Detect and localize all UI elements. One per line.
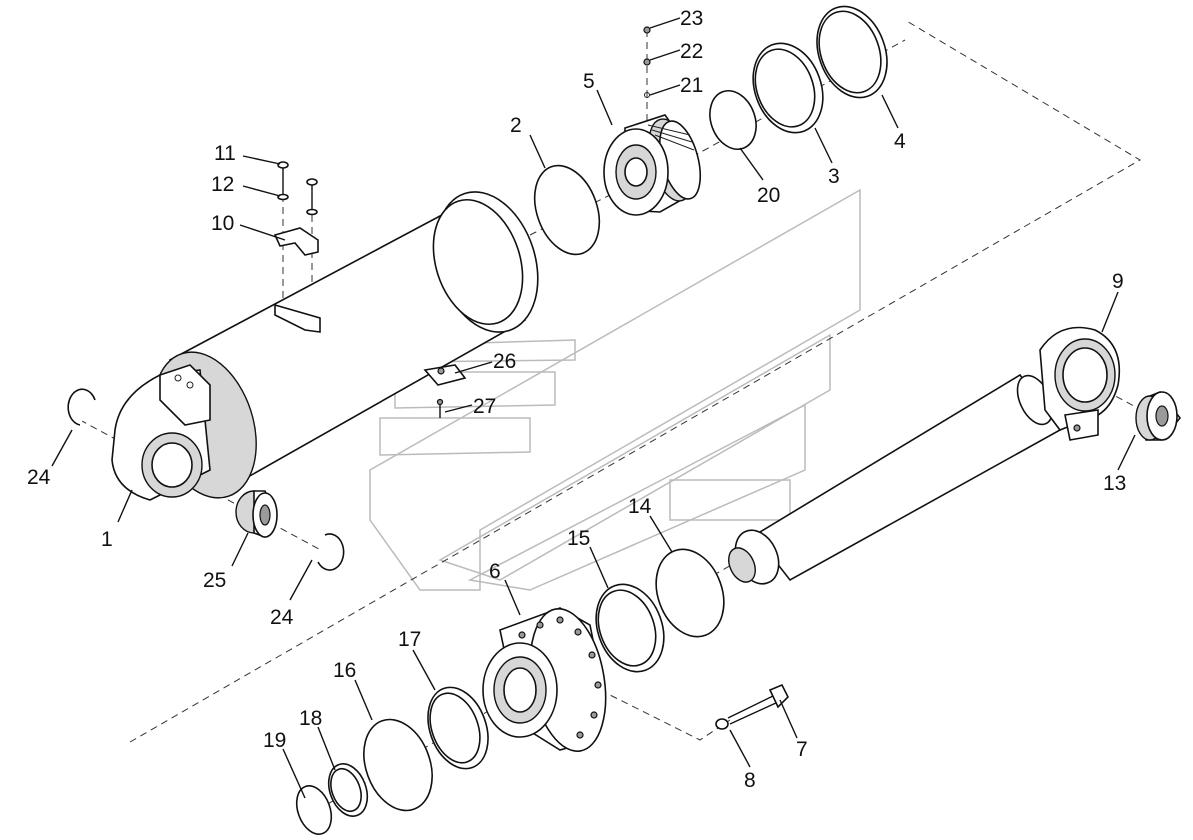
seal-rings-lower xyxy=(295,548,725,835)
callout-8: 8 xyxy=(744,769,756,792)
snap-rings-part xyxy=(67,388,345,571)
callout-13: 13 xyxy=(1103,472,1126,495)
eye-bushing-part xyxy=(1135,391,1182,441)
gland-bolt-holes xyxy=(518,616,602,739)
callout-11: 11 xyxy=(214,142,236,165)
callout-25: 25 xyxy=(203,569,226,592)
callout-17: 17 xyxy=(398,628,421,651)
callout-18: 18 xyxy=(299,707,322,730)
callout-15: 15 xyxy=(567,527,590,550)
callout-10: 10 xyxy=(211,212,234,235)
callout-24-right: 24 xyxy=(270,606,294,629)
plate-and-screw-part xyxy=(423,364,467,418)
callout-14: 14 xyxy=(628,495,652,518)
bracket-part xyxy=(273,161,321,333)
callout-3: 3 xyxy=(828,165,840,188)
bushing-part xyxy=(235,490,278,538)
watermark-logo xyxy=(369,188,861,591)
callout-19: 19 xyxy=(263,729,286,752)
cylinder-tube-part xyxy=(111,191,539,501)
callout-labels: 1 2 3 4 5 6 7 8 9 10 11 12 13 14 15 16 1… xyxy=(27,7,1126,792)
callout-22: 22 xyxy=(680,40,703,63)
callout-9: 9 xyxy=(1112,270,1124,293)
callout-1: 1 xyxy=(101,528,113,551)
callout-6: 6 xyxy=(489,560,501,583)
callout-21: 21 xyxy=(680,74,703,97)
callout-27: 27 xyxy=(473,395,496,418)
callout-24-left: 24 xyxy=(27,466,51,489)
callout-23: 23 xyxy=(680,7,703,30)
seal-rings-upper xyxy=(533,5,888,256)
piston-rod-part xyxy=(728,326,1121,585)
callout-20: 20 xyxy=(757,184,780,207)
leader-lines xyxy=(51,17,1136,799)
callout-26: 26 xyxy=(493,350,516,373)
piston-part xyxy=(603,26,702,216)
gland-head-part xyxy=(482,607,607,752)
callout-4: 4 xyxy=(894,130,906,153)
callout-12: 12 xyxy=(211,173,234,196)
callout-5: 5 xyxy=(583,70,595,93)
callout-7: 7 xyxy=(796,738,808,761)
callout-16: 16 xyxy=(333,659,356,682)
bolt-and-washer-part xyxy=(715,683,789,730)
callout-2: 2 xyxy=(510,114,522,137)
